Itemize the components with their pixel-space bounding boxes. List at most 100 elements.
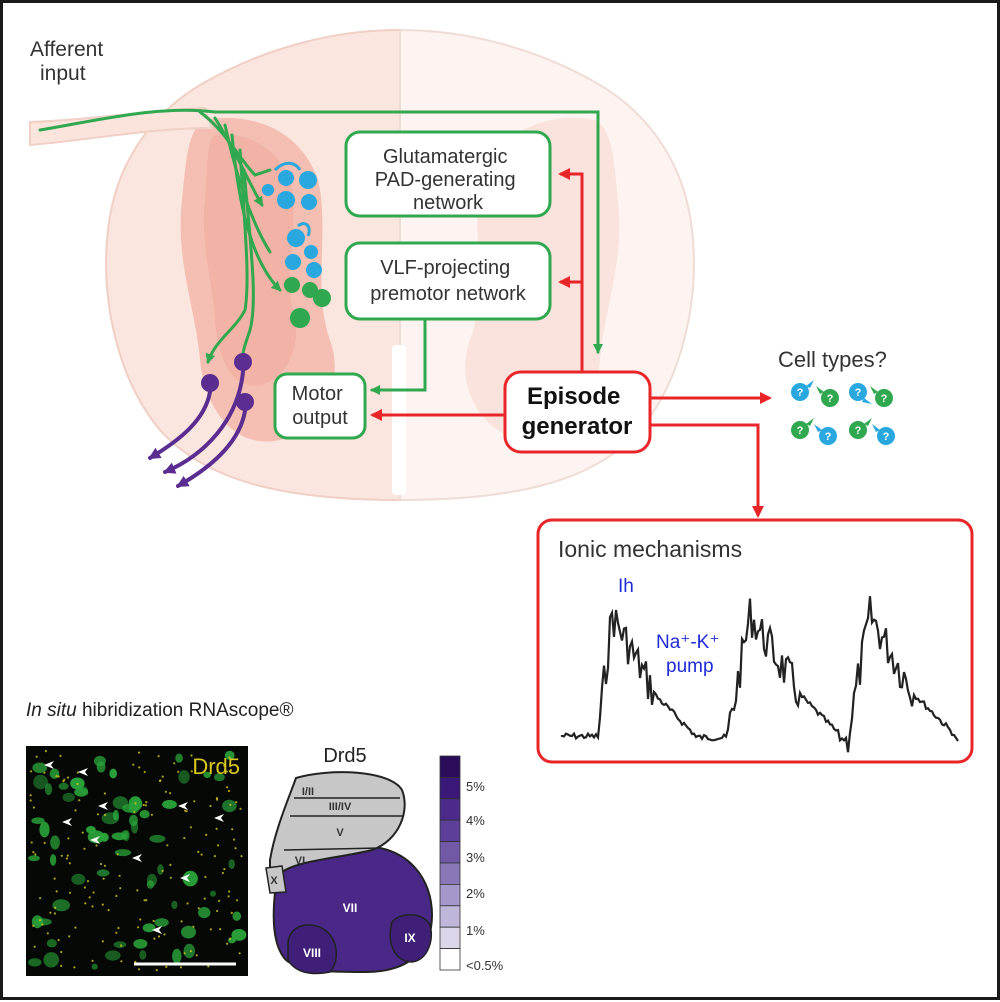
rna-dot — [219, 928, 222, 931]
rna-dot — [192, 925, 195, 928]
rna-dot — [91, 905, 94, 908]
cell-icon-green: ? — [816, 386, 839, 407]
rna-dot — [186, 902, 189, 905]
lamina-label: X — [270, 875, 278, 887]
cell-blob — [139, 950, 147, 960]
rna-dot — [49, 911, 52, 914]
motor-output-box: Motor output — [273, 372, 367, 440]
cell-blob — [46, 939, 57, 948]
episode-line2: generator — [522, 413, 633, 440]
rna-dot — [59, 754, 62, 758]
rna-dot — [165, 965, 168, 969]
rna-dot — [227, 789, 230, 793]
rna-dot — [60, 854, 63, 857]
rna-dot — [74, 926, 77, 929]
rna-dot — [68, 862, 71, 865]
scale-swatch — [439, 798, 461, 821]
rna-dot — [190, 754, 193, 757]
cell-blob — [80, 786, 88, 795]
rna-dot — [233, 838, 236, 841]
svg-text:?: ? — [825, 431, 832, 443]
rna-dot — [229, 803, 232, 806]
rna-dot — [33, 945, 36, 948]
rna-dot — [53, 877, 56, 880]
cell-blob — [52, 899, 70, 912]
rna-dot — [117, 926, 120, 930]
insitu-italic: In situ — [26, 700, 77, 721]
rna-dot — [184, 809, 187, 812]
rna-dot — [203, 897, 206, 900]
rna-dot — [235, 801, 238, 804]
rna-dot — [228, 756, 231, 759]
color-scale: 5% 4% 3% 2% 1% <0.5% — [439, 755, 504, 973]
scale-swatch — [439, 926, 461, 950]
svg-text:Motor output: Motor output — [292, 383, 349, 429]
motor-line2: output — [292, 407, 348, 429]
rna-dot — [55, 775, 58, 778]
ih-label: Ih — [618, 576, 634, 597]
rna-dot — [205, 833, 208, 837]
rna-dot — [153, 937, 156, 940]
rna-dot — [164, 790, 167, 793]
arrowhead-marker — [90, 836, 100, 844]
rna-dot — [150, 813, 153, 816]
svg-text:?: ? — [881, 393, 888, 405]
arrowhead-marker — [152, 926, 162, 934]
rna-dot — [84, 902, 87, 905]
cell-blob — [231, 929, 247, 941]
rna-dot — [43, 771, 46, 774]
svg-text:?: ? — [855, 425, 862, 437]
rna-dot — [183, 836, 186, 840]
cell-icon-green: ? — [849, 418, 872, 439]
rna-dot — [132, 763, 135, 766]
svg-text:?: ? — [883, 431, 890, 443]
scale-swatch — [439, 884, 461, 907]
rna-dot — [223, 868, 226, 871]
rna-dot — [138, 766, 141, 769]
scale-label: 4% — [466, 813, 485, 828]
rna-dot — [157, 935, 161, 938]
vlf-box: VLF-projecting premotor network — [344, 241, 552, 321]
rna-dot — [92, 891, 95, 894]
rna-dot — [197, 850, 200, 854]
rna-dot — [76, 782, 79, 786]
lamina-label: VIII — [303, 946, 321, 960]
rna-dot — [169, 863, 172, 867]
rna-dot — [103, 864, 106, 867]
rna-dot — [193, 800, 196, 803]
rna-dot — [229, 937, 232, 940]
rna-dot — [46, 932, 49, 935]
rna-dot — [215, 798, 219, 801]
rna-dot — [118, 874, 121, 877]
rna-dot — [197, 907, 200, 910]
cell-blob — [112, 796, 129, 810]
rna-dot — [134, 802, 137, 805]
scale-swatch — [439, 819, 461, 843]
vlf-line1: VLF-projecting — [380, 257, 510, 279]
svg-text:Episode generator: Episode generator — [522, 383, 633, 440]
rna-dot — [38, 919, 42, 922]
scale-swatch — [439, 948, 461, 971]
rna-dot — [209, 804, 212, 808]
rna-dot — [138, 751, 141, 754]
rna-dot — [134, 960, 137, 963]
rna-dot — [83, 886, 86, 889]
rna-dot — [99, 862, 103, 866]
cell-blob — [44, 783, 53, 796]
rna-dot — [43, 841, 46, 845]
cell-blob — [33, 774, 48, 790]
rna-dot — [190, 770, 193, 773]
rna-dot — [225, 770, 228, 773]
rna-dot — [32, 924, 35, 927]
cell-blob — [49, 854, 57, 866]
trace-line — [560, 596, 959, 753]
afferent-line2: input — [40, 62, 86, 85]
scale-label: 3% — [466, 850, 485, 865]
rna-dot — [144, 804, 147, 807]
rna-dot — [54, 906, 57, 909]
rna-dot — [91, 959, 94, 963]
rna-dot — [29, 799, 32, 802]
rna-dot — [218, 899, 221, 903]
rna-dot — [41, 923, 44, 926]
